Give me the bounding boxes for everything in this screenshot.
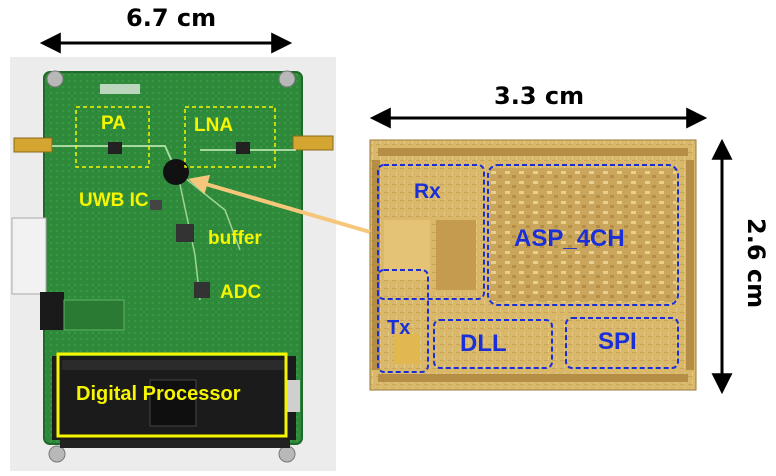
digital-processor-box xyxy=(56,352,288,438)
pa-label: PA xyxy=(101,113,126,134)
pa-box xyxy=(75,106,150,168)
rx-label: Rx xyxy=(414,180,441,203)
tx-box xyxy=(377,269,429,373)
chip-die-photo xyxy=(369,139,697,391)
chip-block-boxes xyxy=(377,164,679,373)
dll-label: DLL xyxy=(460,330,507,357)
asp-label: ASP_4CH xyxy=(514,225,625,252)
uwb-ic-label: UWB IC xyxy=(79,190,149,211)
buffer-label: buffer xyxy=(208,228,262,249)
lna-box xyxy=(184,106,276,168)
pcb-photo xyxy=(10,57,336,471)
digital-processor-label: Digital Processor xyxy=(76,383,241,405)
chip-height-label: 2.6 cm xyxy=(742,218,770,309)
chip-width-label: 3.3 cm xyxy=(494,82,585,110)
lna-label: LNA xyxy=(194,115,234,136)
adc-label: ADC xyxy=(220,282,262,303)
tx-label: Tx xyxy=(387,317,411,339)
rx-box xyxy=(377,164,485,300)
spi-box xyxy=(565,317,679,369)
pcb-width-label: 6.7 cm xyxy=(126,4,217,32)
pcb-highlight-boxes xyxy=(56,106,288,438)
dll-box xyxy=(433,319,553,369)
chip-pointer-arrow xyxy=(188,174,371,234)
asp-box xyxy=(487,164,679,306)
spi-label: SPI xyxy=(598,328,637,355)
